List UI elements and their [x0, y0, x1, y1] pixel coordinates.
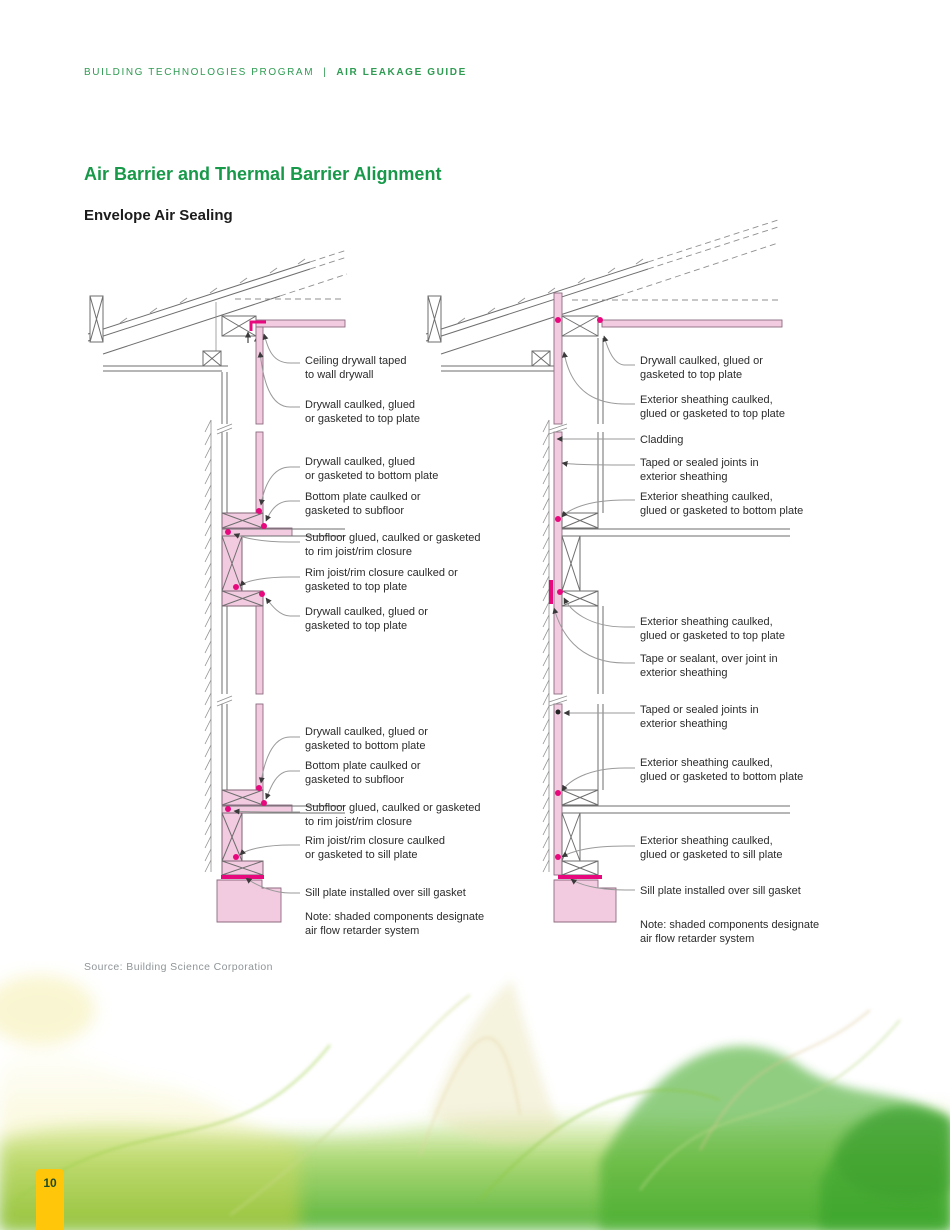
clapboard-siding [542, 419, 550, 873]
callout-label: Rim joist/rim closure caulked or gaskete… [305, 835, 445, 861]
smoke-decoration [0, 975, 950, 1230]
callout-label: Drywall caulked, glued or gasketed to to… [305, 399, 420, 425]
callout-label: Exterior sheathing caulked, glued or gas… [640, 394, 785, 420]
callout-label: Drywall caulked, glued or gasketed to bo… [305, 456, 439, 482]
guide-name: AIR LEAKAGE GUIDE [336, 67, 467, 78]
envelope-air-sealing-figure [87, 219, 790, 923]
drywall-air-barrier [255, 326, 264, 425]
sheathing-air-barrier [553, 292, 563, 425]
tape-over-joint [549, 580, 553, 604]
foundation [216, 879, 282, 923]
leader-lines-right [552, 335, 635, 891]
sill-gasket [558, 875, 602, 879]
callout-label: Subfloor glued, caulked or gasketed to r… [305, 532, 481, 558]
ceiling-drywall-band [255, 319, 346, 328]
callout-label: Exterior sheathing caulked, glued or gas… [640, 835, 783, 861]
callout-label: Exterior sheathing caulked, glued or gas… [640, 757, 804, 783]
diagram-right-lineart [425, 219, 790, 923]
callout-label: Bottom plate caulked or gasketed to subf… [305, 491, 421, 517]
page-header: BUILDING TECHNOLOGIES PROGRAM | AIR LEAKAG… [84, 67, 467, 78]
sill-gasket [221, 875, 264, 879]
callout-label: Exterior sheathing caulked, glued or gas… [640, 616, 785, 642]
callout-label: Exterior sheathing caulked, glued or gas… [640, 491, 804, 517]
callout-label: Taped or sealed joints in exterior sheat… [640, 457, 759, 483]
diagram-left-lineart [87, 249, 348, 923]
section-subtitle: Envelope Air Sealing [84, 207, 233, 224]
callout-label: Drywall caulked, glued or gasketed to to… [640, 355, 763, 381]
diagram-note: Note: shaded components designate air fl… [305, 911, 485, 937]
page-title: Air Barrier and Thermal Barrier Alignmen… [84, 164, 442, 184]
ceiling-drywall-band [601, 319, 783, 328]
callout-label: Drywall caulked, glued or gasketed to to… [305, 606, 428, 632]
callout-label: Ceiling drywall taped to wall drywall [305, 355, 407, 381]
callout-label: Taped or sealed joints in exterior sheat… [640, 704, 759, 730]
header-separator: | [323, 67, 328, 78]
callout-label: Sill plate installed over sill gasket [640, 885, 801, 897]
shingle-ticks [119, 258, 306, 324]
clapboard-siding [204, 419, 212, 873]
wall-break-marks [548, 423, 568, 707]
callout-label: Rim joist/rim closure caulked or gaskete… [305, 567, 458, 593]
callout-label: Bottom plate caulked or gasketed to subf… [305, 760, 421, 786]
callout-label: Subfloor glued, caulked or gasketed to r… [305, 802, 481, 828]
callout-label: Cladding [640, 434, 684, 446]
seal-corner-mark [249, 320, 266, 331]
wall-break-marks [216, 423, 233, 707]
source-credit: Source: Building Science Corporation [84, 961, 273, 973]
page-number-tab: 10 [36, 1169, 64, 1230]
shingle-ticks [457, 258, 644, 324]
page-number: 10 [43, 1176, 57, 1190]
callout-label: Sill plate installed over sill gasket [305, 887, 466, 899]
callout-label: Tape or sealant, over joint in exterior … [640, 653, 778, 679]
program-name: BUILDING TECHNOLOGIES PROGRAM [84, 67, 315, 78]
callout-label: Drywall caulked, glued or gasketed to bo… [305, 726, 428, 752]
leader-lines-left [233, 333, 300, 894]
diagram-note: Note: shaded components designate air fl… [640, 919, 820, 945]
foundation [553, 879, 617, 923]
